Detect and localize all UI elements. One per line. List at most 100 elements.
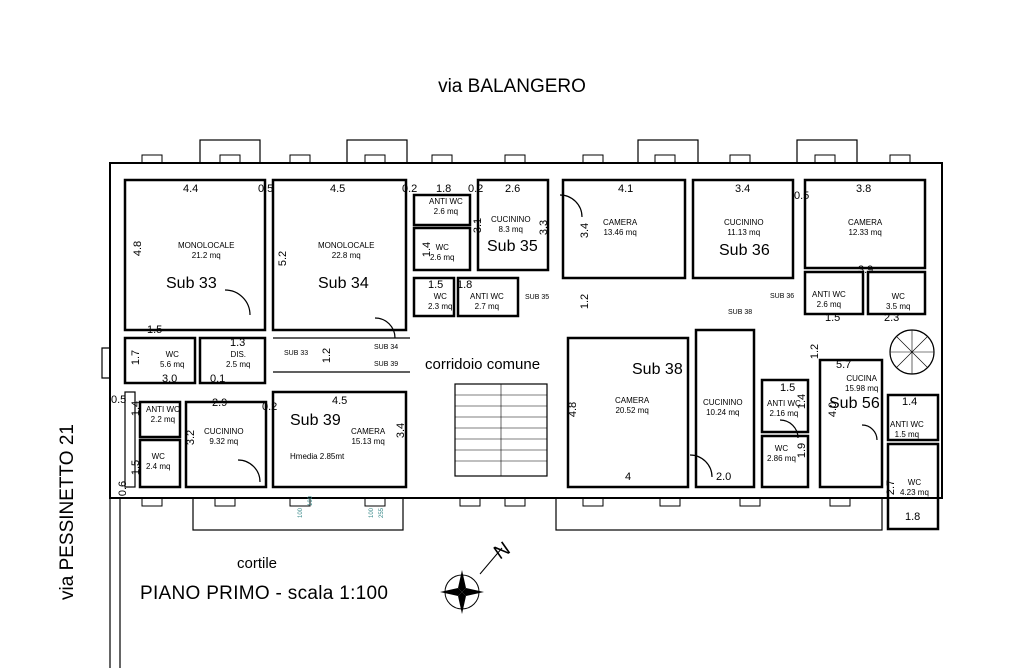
dimension: 1.4: [421, 241, 434, 258]
dimension: 3.2: [185, 429, 198, 446]
compass-rose-icon: [440, 547, 503, 614]
dimension: 3.0: [162, 373, 178, 385]
annotation: 100: [298, 507, 305, 519]
unit-label: Sub 34: [318, 275, 369, 292]
dimension: 1.5: [147, 324, 163, 336]
dimension: 3.9: [858, 264, 874, 276]
dimension: 1.8: [436, 183, 452, 195]
balcony: [199, 139, 261, 164]
dimension: 1.5: [428, 279, 444, 291]
dimension: 0.1: [210, 373, 226, 385]
dimension: 3.3: [538, 219, 551, 236]
balcony: [192, 497, 404, 531]
sub-tag: SUB 34: [374, 344, 399, 351]
room-wall: [271, 178, 408, 332]
dimension: 4.8: [567, 401, 580, 418]
balcony: [637, 139, 699, 164]
dimension: 0.2: [468, 183, 484, 195]
dimension: 1.4: [902, 396, 918, 408]
unit-label: Sub 35: [487, 238, 538, 255]
dimension: 2.9: [212, 397, 228, 409]
unit-label: Sub 56: [829, 395, 880, 412]
dimension: 1.2: [809, 343, 822, 360]
dimension: 1.2: [579, 293, 592, 310]
building-outline: [109, 162, 943, 499]
plan-title: PIANO PRIMO - scala 1:100: [140, 583, 389, 604]
dimension: 4.4: [183, 183, 199, 195]
dimension: 0.5: [794, 190, 810, 202]
room-note: Hmedia 2.85mt: [290, 452, 345, 461]
dimension: 3.1: [472, 217, 485, 234]
dimension: 4.8: [132, 240, 145, 257]
annotation: 100: [308, 495, 315, 507]
dimension: 5.2: [277, 250, 290, 267]
dimension: 0.5: [258, 183, 274, 195]
dimension: 1.4: [130, 400, 143, 417]
unit-label: Sub 36: [719, 242, 770, 259]
dimension: 2.7: [885, 479, 898, 496]
dimension: 2.6: [505, 183, 521, 195]
annotation: 255: [379, 507, 386, 519]
dimension: 3.4: [395, 422, 408, 439]
sub-tag: SUB 33: [284, 350, 309, 357]
unit-label: Sub 38: [632, 361, 683, 378]
dimension: 3.4: [579, 222, 592, 239]
dimension: 0.5: [111, 394, 127, 406]
sub-tag: SUB 36: [770, 293, 795, 300]
dimension: 0.2: [402, 183, 418, 195]
dimension: 1.5: [825, 312, 841, 324]
dimension: 0.2: [262, 401, 278, 413]
room-label: DIS.2.5 mq: [226, 350, 251, 369]
dimension: 1.2: [321, 347, 334, 364]
dimension: 1.3: [230, 337, 246, 349]
dimension: 1.5: [780, 382, 796, 394]
balcony: [346, 139, 408, 164]
sub-tag: SUB 35: [525, 294, 550, 301]
dimension: 4.5: [332, 395, 348, 407]
unit-label: Sub 33: [166, 275, 217, 292]
dimension: 5.7: [836, 359, 852, 371]
dimension: 3.8: [856, 183, 872, 195]
dimension: 1.8: [905, 511, 921, 523]
courtyard-label: cortile: [237, 555, 278, 572]
sub-tag: SUB 39: [374, 361, 399, 368]
dimension: 1.8: [457, 279, 473, 291]
dimension: 4.5: [330, 183, 346, 195]
balcony: [555, 497, 883, 531]
corridor-label: corridoio comune: [425, 356, 541, 373]
dimension: 4: [625, 471, 632, 483]
annotation: 100: [369, 507, 376, 519]
dimension: 2.3: [884, 312, 900, 324]
sub-tag: SUB 38: [728, 309, 753, 316]
dimension: 1.7: [130, 349, 143, 366]
dimension: 1.4: [796, 393, 809, 410]
dimension: 2.0: [716, 471, 732, 483]
dimension: 3.4: [735, 183, 751, 195]
street-name-top: via BALANGERO: [438, 76, 586, 97]
dimension: 1.5: [130, 459, 143, 476]
unit-label: Sub 39: [290, 412, 341, 429]
